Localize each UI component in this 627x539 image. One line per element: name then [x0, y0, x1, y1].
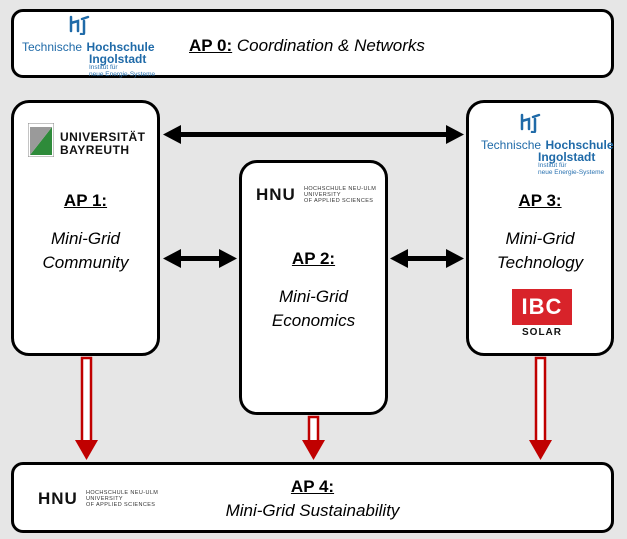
- hnu-mark: HNU: [38, 489, 78, 508]
- thi-sub-2: neue Energie-Systeme: [89, 71, 156, 78]
- thi-logo-ap3: Technische Hochschule Ingolstadt Institu…: [481, 111, 614, 176]
- thi-sub-2: neue Energie-Systeme: [538, 169, 605, 176]
- ibc-solar-logo: IBC SOLAR: [512, 289, 572, 341]
- ap4-label: AP 4:: [290, 477, 335, 496]
- arrow-ap2-ap4: [302, 415, 325, 460]
- ap1-title-line2: Community: [42, 253, 129, 272]
- bayreuth-emblem-icon: [28, 123, 54, 157]
- ap1-label: AP 1:: [63, 191, 108, 210]
- ap2-box: HNU HOCHSCHULE NEU-ULM UNIVERSITY OF APP…: [239, 160, 388, 415]
- ap1-box: UNIVERSITÄT BAYREUTH AP 1: Mini-Grid Com…: [11, 100, 160, 356]
- ibc-solar-text: SOLAR: [522, 327, 562, 338]
- bayreuth-line-1: UNIVERSITÄT: [60, 130, 146, 144]
- ap3-title-line2: Technology: [496, 253, 584, 272]
- thi-word-hochschule: Hochschule: [86, 40, 155, 54]
- ap2-label: AP 2:: [291, 249, 336, 268]
- thi-sub-1: Institut für: [89, 64, 118, 71]
- ap3-title-line1: Mini-Grid: [505, 229, 575, 248]
- hnu-line-3: OF APPLIED SCIENCES: [86, 502, 156, 508]
- arrow-ap1-ap2: [163, 249, 237, 268]
- thi-sub-1: Institut für: [538, 162, 567, 169]
- arrow-ap3-ap4: [529, 356, 552, 460]
- bayreuth-line-2: BAYREUTH: [60, 143, 130, 157]
- hnu-line-2: UNIVERSITY: [304, 192, 342, 198]
- ap3-label: AP 3:: [518, 191, 562, 210]
- hnu-mark: HNU: [256, 185, 296, 204]
- arrow-ap2-ap3: [390, 249, 464, 268]
- thi-word-hochschule: Hochschule: [545, 138, 614, 152]
- thi-word-ingolstadt: Ingolstadt: [89, 52, 147, 66]
- hnu-logo-ap4: HNU HOCHSCHULE NEU-ULM UNIVERSITY OF APP…: [38, 487, 158, 513]
- hnu-line-3: OF APPLIED SCIENCES: [304, 198, 374, 204]
- hnu-line-2: UNIVERSITY: [86, 496, 124, 502]
- bayreuth-logo: UNIVERSITÄT BAYREUTH: [28, 121, 148, 161]
- thi-hi-icon: [69, 15, 90, 35]
- ap1-title-line1: Mini-Grid: [51, 229, 120, 248]
- ap2-title-line1: Mini-Grid: [279, 287, 348, 306]
- hnu-line-1: HOCHSCHULE NEU-ULM: [86, 490, 159, 496]
- ap4-title: Mini-Grid Sustainability: [225, 501, 400, 520]
- ap0-box: Technische Hochschule Ingolstadt Institu…: [11, 9, 614, 78]
- ap3-box: Technische Hochschule Ingolstadt Institu…: [466, 100, 614, 356]
- ap4-box: HNU HOCHSCHULE NEU-ULM UNIVERSITY OF APP…: [11, 462, 614, 533]
- arrow-ap1-ap3: [163, 125, 464, 144]
- thi-logo: Technische Hochschule Ingolstadt Institu…: [22, 14, 155, 78]
- thi-hi-icon: [520, 113, 541, 133]
- thi-word-ingolstadt: Ingolstadt: [538, 150, 596, 164]
- arrow-ap1-ap4: [75, 356, 98, 460]
- ap0-label: AP 0:: [189, 36, 233, 55]
- ibc-wordmark: IBC: [512, 289, 572, 325]
- hnu-line-1: HOCHSCHULE NEU-ULM: [304, 186, 377, 192]
- thi-word-technische: Technische: [22, 40, 83, 54]
- ap2-title-line2: Economics: [271, 311, 356, 330]
- thi-word-technische: Technische: [481, 138, 542, 152]
- ap0-title: Coordination & Networks: [236, 36, 425, 55]
- hnu-logo: HNU HOCHSCHULE NEU-ULM UNIVERSITY OF APP…: [256, 183, 376, 209]
- ap0-heading: AP 0: Coordination & Networks: [189, 36, 425, 56]
